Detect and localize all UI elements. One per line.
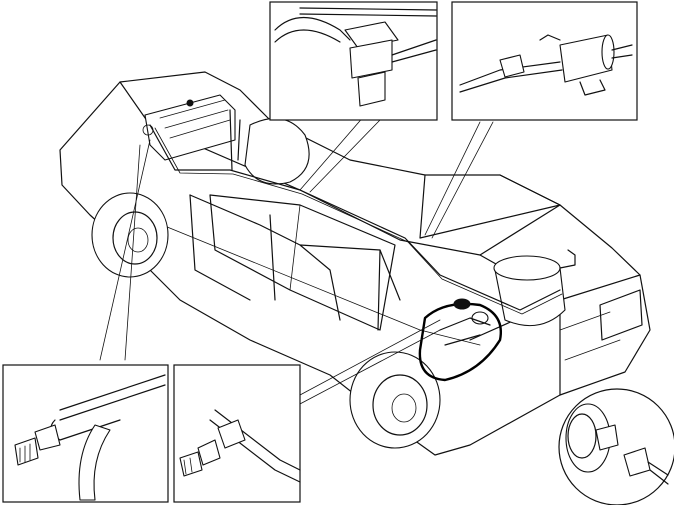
highlight-outline [418,302,502,382]
fuel-line [149,109,563,315]
door-line [189,194,401,321]
front-right-wheel [349,351,441,449]
detail-line-connector-a [2,364,169,503]
detail-connector-plug [558,388,674,505]
car-outline [59,71,651,456]
rear-filter [418,298,502,382]
callout-lines [99,114,494,406]
engine-block [142,94,236,161]
fuel-tank [244,118,576,327]
detail-filter-housing [269,1,438,121]
rear-light [599,289,643,341]
detail-fuel-pump-bracket [451,1,638,121]
rear-left-wheel [91,192,169,278]
detail-line-connector-b [173,364,301,503]
windshield [419,174,561,239]
